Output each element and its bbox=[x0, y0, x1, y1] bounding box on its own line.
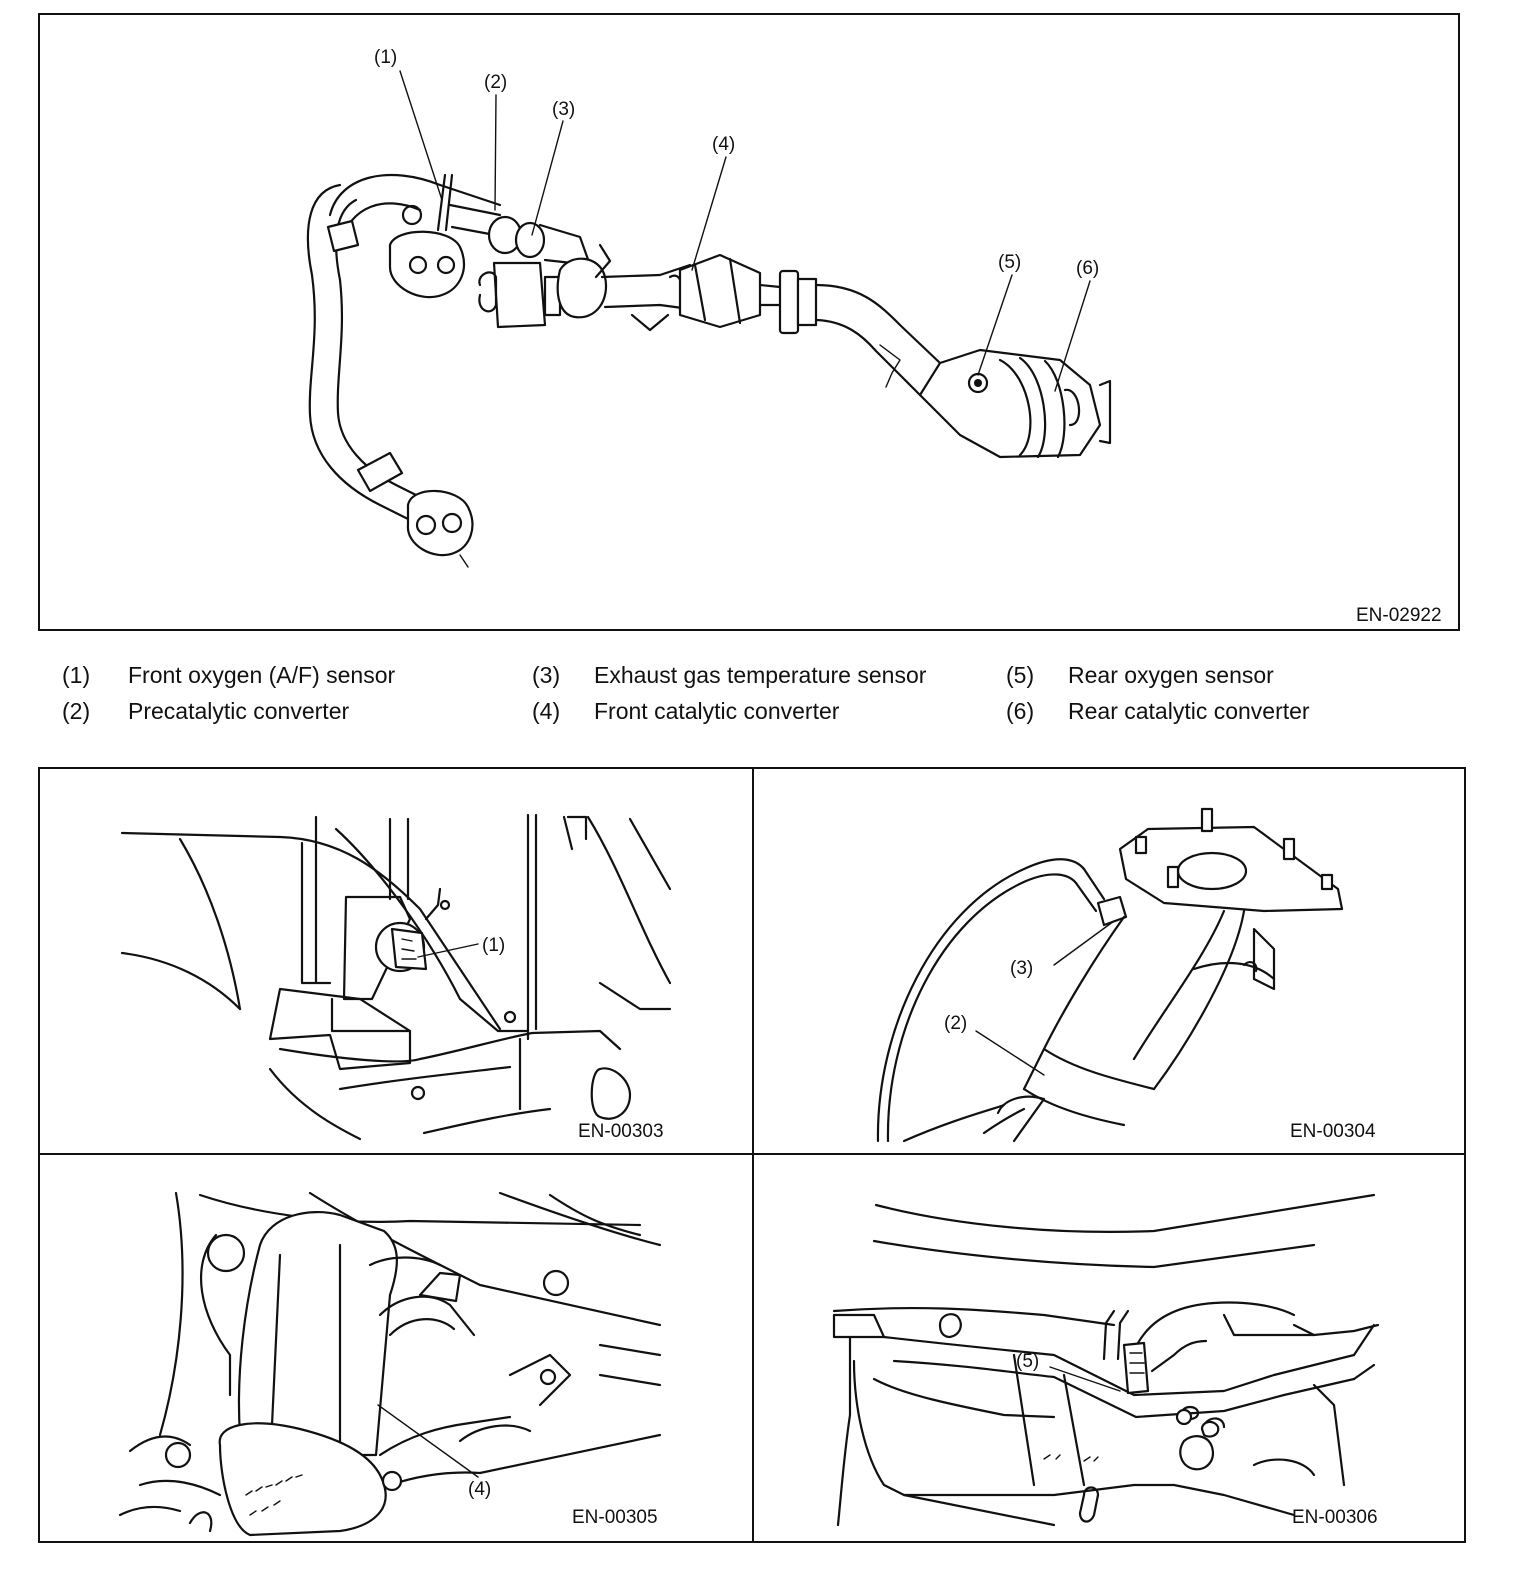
grid-divider-horizontal bbox=[40, 1153, 1464, 1155]
callout-5: (5) bbox=[998, 252, 1022, 273]
panel-code-en-00305: EN-00305 bbox=[572, 1507, 658, 1528]
callout-1: (1) bbox=[374, 47, 398, 68]
figure-code: EN-02922 bbox=[1356, 605, 1442, 626]
legend-num-6: (6) bbox=[1006, 698, 1035, 724]
exhaust-temp-sensor-illustration: (3) (2) bbox=[876, 807, 1344, 1143]
callout-5-detail: (5) bbox=[1016, 1351, 1039, 1372]
callout-4: (4) bbox=[712, 134, 736, 155]
legend-text-2: Precatalytic converter bbox=[128, 698, 350, 724]
main-callouts bbox=[399, 70, 1091, 392]
legend-text-1: Front oxygen (A/F) sensor bbox=[128, 662, 396, 688]
detail-panel-front-catalytic-converter: (4) EN-00305 bbox=[40, 1155, 752, 1541]
legend: (1) Front oxygen (A/F) sensor (2) Precat… bbox=[0, 660, 1536, 740]
legend-text-4: Front catalytic converter bbox=[594, 698, 840, 724]
legend-text-3: Exhaust gas temperature sensor bbox=[594, 662, 927, 688]
callout-2: (2) bbox=[484, 72, 508, 93]
detail-panel-rear-oxygen-sensor: (5) EN-00306 bbox=[754, 1155, 1466, 1541]
panel-code-en-00306: EN-00306 bbox=[1292, 1507, 1378, 1528]
legend-num-2: (2) bbox=[62, 698, 91, 724]
callout-2-detail: (2) bbox=[944, 1013, 967, 1034]
legend-num-3: (3) bbox=[532, 662, 561, 688]
callout-3-detail: (3) bbox=[1010, 958, 1033, 979]
panel-code-en-00304: EN-00304 bbox=[1290, 1121, 1376, 1142]
legend-num-4: (4) bbox=[532, 698, 561, 724]
callout-4-detail: (4) bbox=[468, 1479, 491, 1500]
legend-text-5: Rear oxygen sensor bbox=[1068, 662, 1274, 688]
main-figure-frame: (1) (2) (3) (4) (5) (6) EN-02922 bbox=[38, 13, 1460, 631]
callout-1-detail: (1) bbox=[482, 935, 505, 956]
legend-text-6: Rear catalytic converter bbox=[1068, 698, 1310, 724]
legend-num-1: (1) bbox=[62, 662, 91, 688]
rear-oxygen-sensor-illustration: (5) bbox=[832, 1193, 1380, 1527]
panel-code-en-00303: EN-00303 bbox=[578, 1121, 664, 1142]
front-catalytic-converter-illustration: (4) bbox=[118, 1191, 662, 1537]
detail-panel-exhaust-temp-sensor: (3) (2) EN-00304 bbox=[754, 769, 1466, 1153]
front-oxygen-sensor-illustration: (1) bbox=[120, 813, 672, 1141]
callout-6: (6) bbox=[1076, 258, 1100, 279]
grid-divider-vertical bbox=[752, 769, 754, 1541]
legend-num-5: (5) bbox=[1006, 662, 1035, 688]
callout-3: (3) bbox=[552, 99, 576, 120]
detail-grid-frame: (1) EN-00303 (3) bbox=[38, 767, 1466, 1543]
detail-panel-front-oxygen-sensor: (1) EN-00303 bbox=[40, 769, 752, 1153]
exhaust-system-illustration bbox=[306, 173, 1112, 568]
